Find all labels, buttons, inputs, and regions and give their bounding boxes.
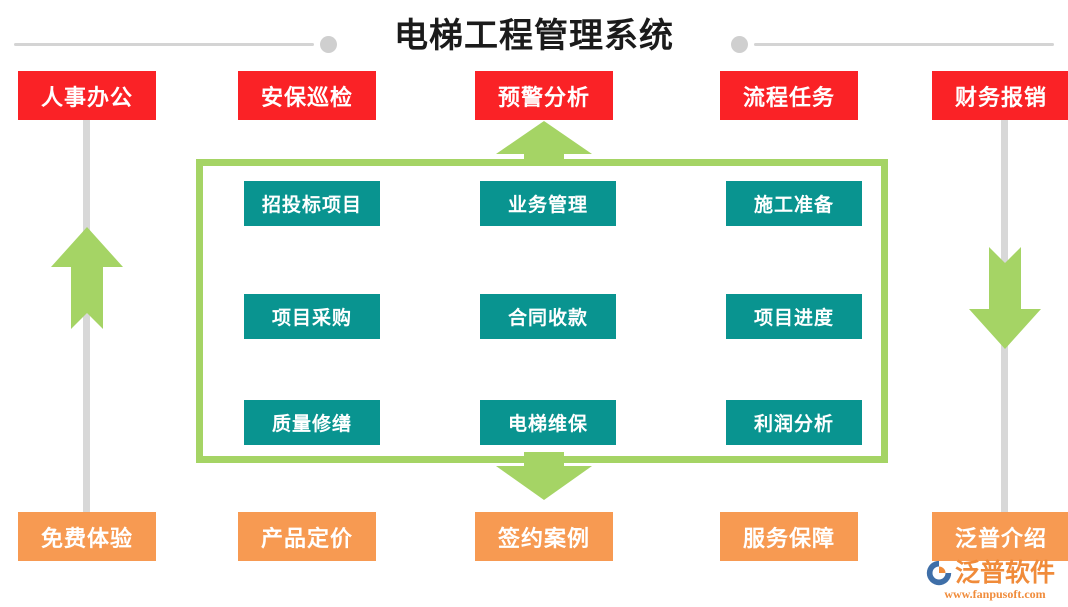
- tile-bidding-project[interactable]: 招投标项目: [244, 181, 380, 226]
- bottom-item-signed-cases[interactable]: 签约案例: [475, 512, 613, 561]
- title-decoration-dot-left: [320, 36, 337, 53]
- arrow-up-center-icon: [496, 121, 592, 165]
- tile-elevator-maintenance[interactable]: 电梯维保: [480, 400, 616, 445]
- top-item-hr-office[interactable]: 人事办公: [18, 71, 156, 120]
- arrow-down-right-icon: [969, 247, 1041, 349]
- top-item-security-patrol[interactable]: 安保巡检: [238, 71, 376, 120]
- arrow-up-left-icon: [51, 227, 123, 329]
- title-bar: 电梯工程管理系统: [0, 10, 1068, 66]
- title-decoration-line-right: [754, 43, 1054, 46]
- title-decoration-line-left: [14, 43, 314, 46]
- connector-rail-left: [83, 112, 90, 520]
- tile-project-procurement[interactable]: 项目采购: [244, 294, 380, 339]
- brand-logo[interactable]: 泛普软件 www.fanpusoft.com: [926, 560, 1064, 604]
- page-title: 电梯工程管理系统: [394, 17, 674, 55]
- tile-profit-analysis[interactable]: 利润分析: [726, 400, 862, 445]
- bottom-item-service-support[interactable]: 服务保障: [720, 512, 858, 561]
- brand-logo-row: 泛普软件: [926, 560, 1064, 586]
- tile-construction-prep[interactable]: 施工准备: [726, 181, 862, 226]
- bottom-item-fanpu-intro[interactable]: 泛普介绍: [932, 512, 1068, 561]
- tile-business-management[interactable]: 业务管理: [480, 181, 616, 226]
- top-item-finance-expense[interactable]: 财务报销: [932, 71, 1068, 120]
- brand-logo-url: www.fanpusoft.com: [944, 587, 1046, 601]
- title-decoration-dot-right: [731, 36, 748, 53]
- top-item-alert-analysis[interactable]: 预警分析: [475, 71, 613, 120]
- tile-contract-receipt[interactable]: 合同收款: [480, 294, 616, 339]
- core-module-panel: 招投标项目 业务管理 施工准备 项目采购 合同收款 项目进度 质量修缮 电梯维保…: [196, 159, 888, 463]
- brand-logo-name: 泛普软件: [955, 559, 1056, 587]
- top-item-process-task[interactable]: 流程任务: [720, 71, 858, 120]
- bottom-item-free-trial[interactable]: 免费体验: [18, 512, 156, 561]
- tile-quality-repair[interactable]: 质量修缮: [244, 400, 380, 445]
- fanpu-swirl-icon: [926, 560, 952, 586]
- tile-project-progress[interactable]: 项目进度: [726, 294, 862, 339]
- arrow-down-center-icon: [496, 452, 592, 500]
- bottom-item-product-pricing[interactable]: 产品定价: [238, 512, 376, 561]
